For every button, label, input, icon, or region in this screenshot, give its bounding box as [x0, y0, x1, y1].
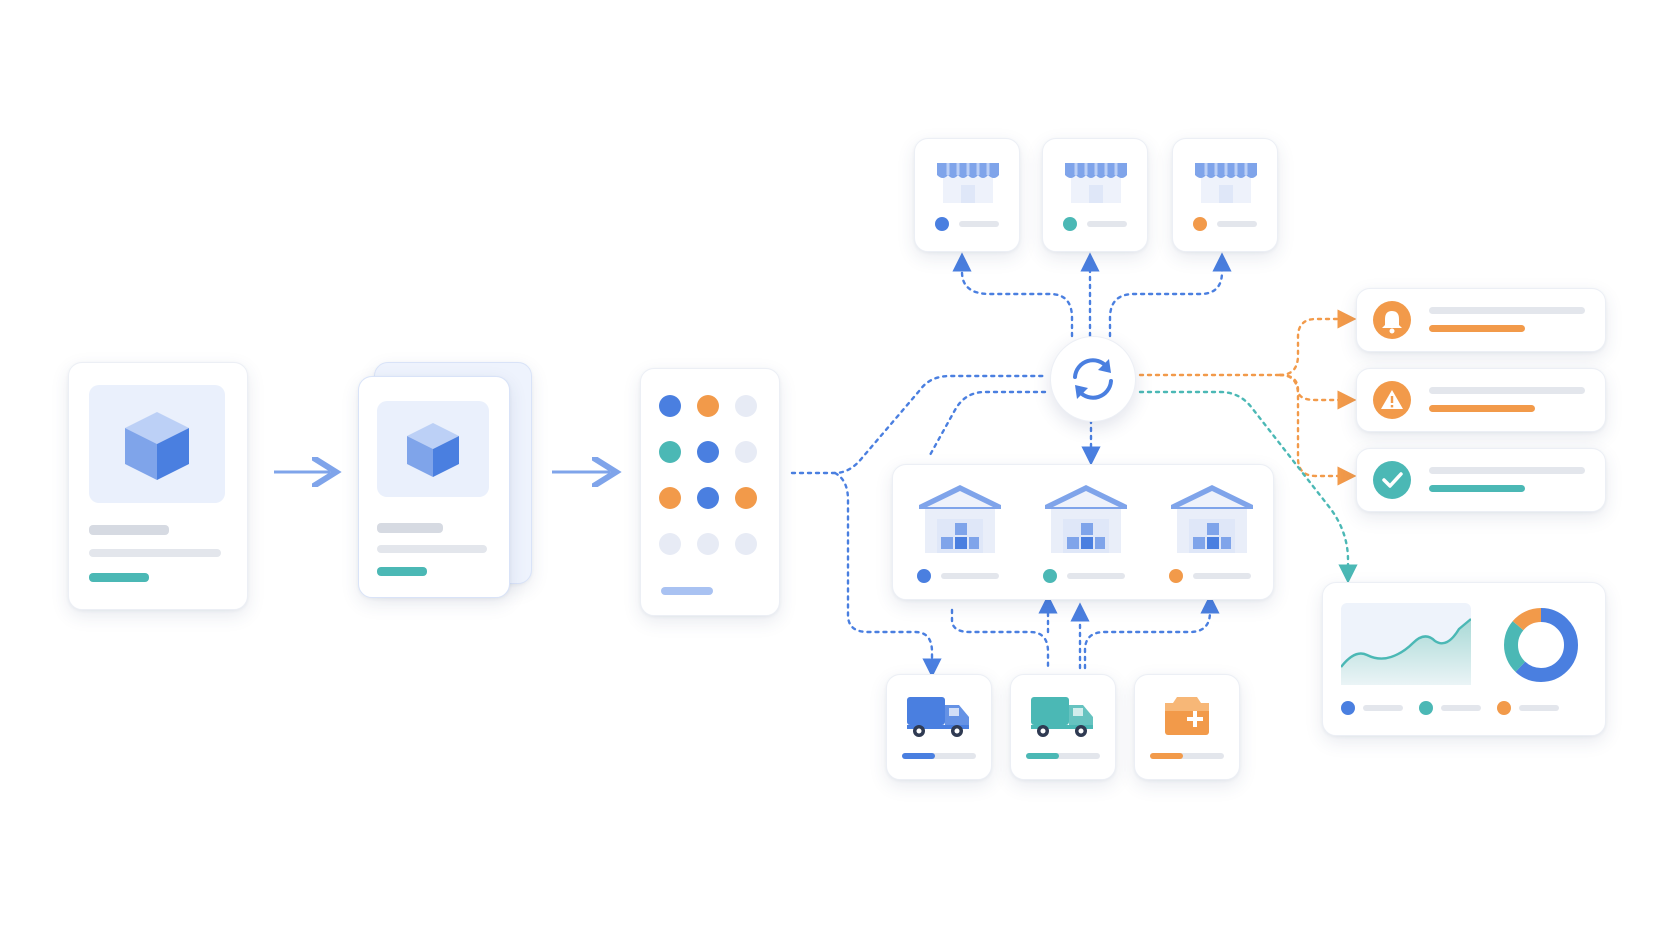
text-placeholder-bar [959, 221, 999, 227]
dashed-link [928, 390, 1047, 457]
donut-segment [1504, 608, 1578, 682]
warehouse-icon [1041, 481, 1131, 557]
store-card[interactable] [914, 138, 1020, 252]
palette-dot [697, 487, 719, 509]
sync-icon [1073, 358, 1113, 400]
dashed-link [1278, 309, 1357, 377]
delivery-card[interactable] [1134, 674, 1240, 780]
status-bar [1429, 325, 1525, 332]
alert-card[interactable] [1356, 368, 1606, 432]
warehouse-group-card[interactable] [892, 464, 1274, 600]
dashed-link [1108, 252, 1232, 338]
medical-box-icon [1153, 693, 1219, 739]
warehouse-icon [1167, 481, 1257, 557]
palette-dot [659, 487, 681, 509]
legend-placeholder-bar [1441, 705, 1481, 711]
source-item-card[interactable] [68, 362, 248, 610]
status-bar [377, 567, 427, 576]
status-bar [1429, 405, 1535, 412]
palette-dot [697, 533, 719, 555]
status-bar [1429, 485, 1525, 492]
progress-fill [1150, 753, 1183, 759]
truck-icon [1029, 693, 1095, 739]
palette-dot [697, 441, 719, 463]
status-bar [89, 573, 149, 582]
dashed-link [1083, 594, 1220, 670]
warehouse-icon [915, 481, 1005, 557]
area-chart-icon [1341, 603, 1471, 685]
analytics-card[interactable] [1322, 582, 1606, 736]
dashed-link [1278, 373, 1357, 486]
store-card[interactable] [1042, 138, 1148, 252]
dashed-link [950, 608, 1050, 670]
palette-dot [697, 395, 719, 417]
stacked-items-card[interactable] [358, 376, 510, 598]
text-placeholder-bar [941, 573, 999, 579]
palette-dot [659, 395, 681, 417]
palette-dot [735, 395, 757, 417]
dashed-link [1138, 390, 1358, 584]
progress-track [1150, 753, 1224, 759]
title-placeholder-bar [89, 525, 169, 535]
dashed-link [833, 471, 942, 678]
progress-track [1026, 753, 1100, 759]
status-bar [661, 587, 713, 595]
text-placeholder-bar [1429, 387, 1585, 394]
progress-track [902, 753, 976, 759]
bell-icon [1373, 301, 1411, 339]
category-palette-card[interactable] [640, 368, 780, 616]
status-dot [917, 569, 931, 583]
dashed-link [1278, 373, 1357, 410]
palette-dot [735, 441, 757, 463]
legend-dot [1419, 701, 1433, 715]
text-placeholder-bar [1193, 573, 1251, 579]
palette-dot [659, 441, 681, 463]
cube-icon [89, 385, 225, 503]
status-dot [1193, 217, 1207, 231]
palette-dot [735, 533, 757, 555]
text-placeholder-bar [1087, 221, 1127, 227]
text-placeholder-bar [377, 545, 487, 553]
cube-icon [377, 401, 489, 497]
check-icon [1373, 461, 1411, 499]
progress-fill [1026, 753, 1059, 759]
status-dot [1169, 569, 1183, 583]
alert-card[interactable] [1356, 448, 1606, 512]
text-placeholder-bar [89, 549, 221, 557]
palette-dot [735, 487, 757, 509]
sync-hub[interactable] [1050, 336, 1136, 422]
donut-segment [1504, 608, 1578, 682]
status-dot [1063, 217, 1077, 231]
title-placeholder-bar [377, 523, 443, 533]
alert-card[interactable] [1356, 288, 1606, 352]
text-placeholder-bar [1429, 467, 1585, 474]
truck-icon [905, 693, 971, 739]
warning-icon [1373, 381, 1411, 419]
palette-dot [659, 533, 681, 555]
delivery-card[interactable] [1010, 674, 1116, 780]
text-placeholder-bar [1067, 573, 1125, 579]
legend-dot [1341, 701, 1355, 715]
legend-placeholder-bar [1519, 705, 1559, 711]
storefront-icon [1191, 155, 1261, 205]
status-dot [1043, 569, 1057, 583]
storefront-icon [933, 155, 1003, 205]
store-card[interactable] [1172, 138, 1278, 252]
dashed-link [790, 374, 1047, 475]
delivery-card[interactable] [886, 674, 992, 780]
legend-dot [1497, 701, 1511, 715]
text-placeholder-bar [1429, 307, 1585, 314]
storefront-icon [1061, 155, 1131, 205]
legend-placeholder-bar [1363, 705, 1403, 711]
dashed-link [952, 252, 1074, 338]
donut-chart-icon [1504, 608, 1578, 682]
progress-fill [902, 753, 935, 759]
text-placeholder-bar [1217, 221, 1257, 227]
status-dot [935, 217, 949, 231]
